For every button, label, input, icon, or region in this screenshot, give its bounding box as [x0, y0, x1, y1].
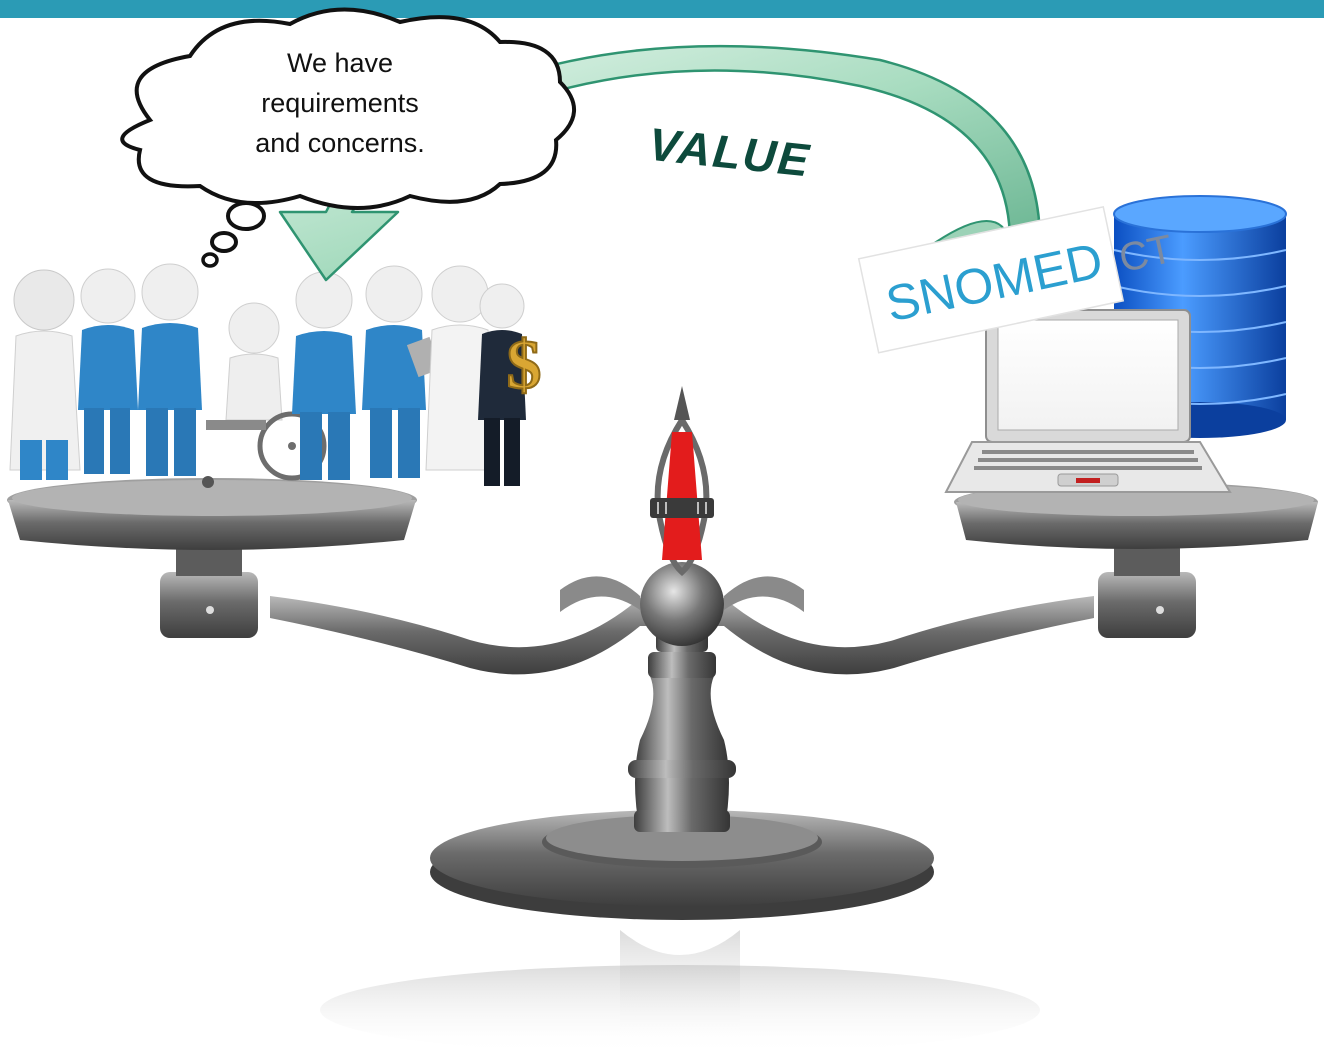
speech-line-3: and concerns. [255, 128, 425, 158]
speech-line-1: We have [287, 48, 393, 78]
thought-bubble-icon: We have requirements and concerns. [120, 7, 577, 268]
speech-line-2: requirements [261, 88, 419, 118]
dollar-sign-icon: $ [506, 326, 543, 405]
value-label: VALUE [646, 118, 813, 187]
header-bar [0, 0, 1324, 18]
svg-text:$: $ [507, 327, 542, 404]
laptop-icon [944, 309, 1232, 493]
stakeholders-icon: $ [9, 263, 543, 488]
snomed-suffix: CT [1115, 227, 1176, 281]
